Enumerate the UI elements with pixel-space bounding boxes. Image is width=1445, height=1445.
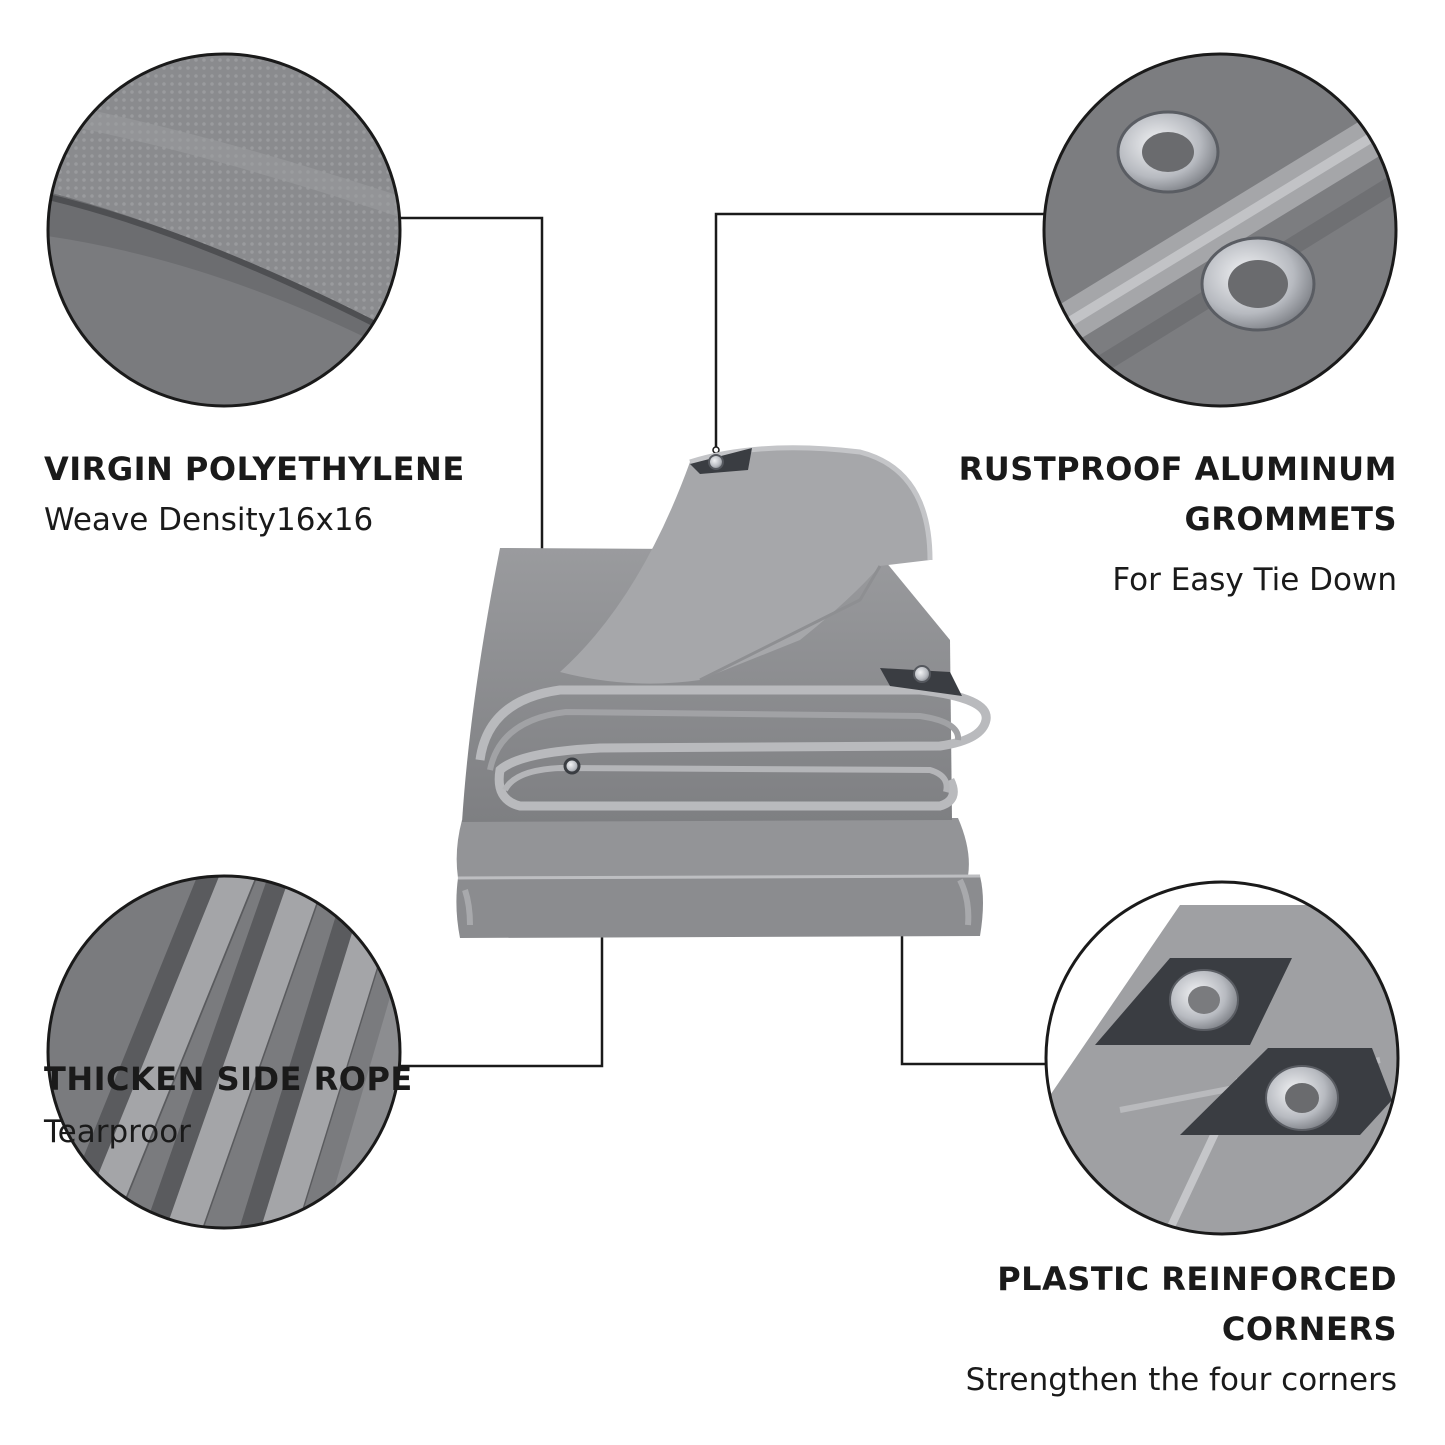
hem-rope-closeup — [46, 874, 402, 1230]
woven-fabric-closeup — [46, 52, 402, 408]
corners-title-line-1: PLASTIC REINFORCED — [997, 1260, 1397, 1298]
material-description: Weave Density16x16 — [44, 502, 374, 538]
connector-material — [400, 216, 544, 598]
grommets-title: RUSTPROOF ALUMINUM GROMMETS — [959, 444, 1397, 544]
folded-tarp-image — [456, 445, 991, 938]
grommets-description: For Easy Tie Down — [1112, 562, 1397, 598]
connector-dot — [712, 446, 720, 454]
corners-title: PLASTIC REINFORCED CORNERS — [997, 1254, 1397, 1354]
material-title: VIRGIN POLYETHYLENE — [44, 450, 465, 488]
rope-title: THICKEN SIDE ROPE — [44, 1060, 413, 1098]
corners-title-line-2: CORNERS — [1221, 1310, 1397, 1348]
reinforced-corner-closeup — [1044, 880, 1400, 1236]
metal-grommet-closeup — [1042, 52, 1398, 408]
rope-description: Tearproor — [44, 1114, 191, 1150]
corners-description: Strengthen the four corners — [965, 1362, 1397, 1398]
grommets-title-line-1: RUSTPROOF ALUMINUM — [958, 450, 1397, 488]
connector-grommets — [714, 212, 1046, 450]
grommets-title-line-2: GROMMETS — [1184, 500, 1397, 538]
